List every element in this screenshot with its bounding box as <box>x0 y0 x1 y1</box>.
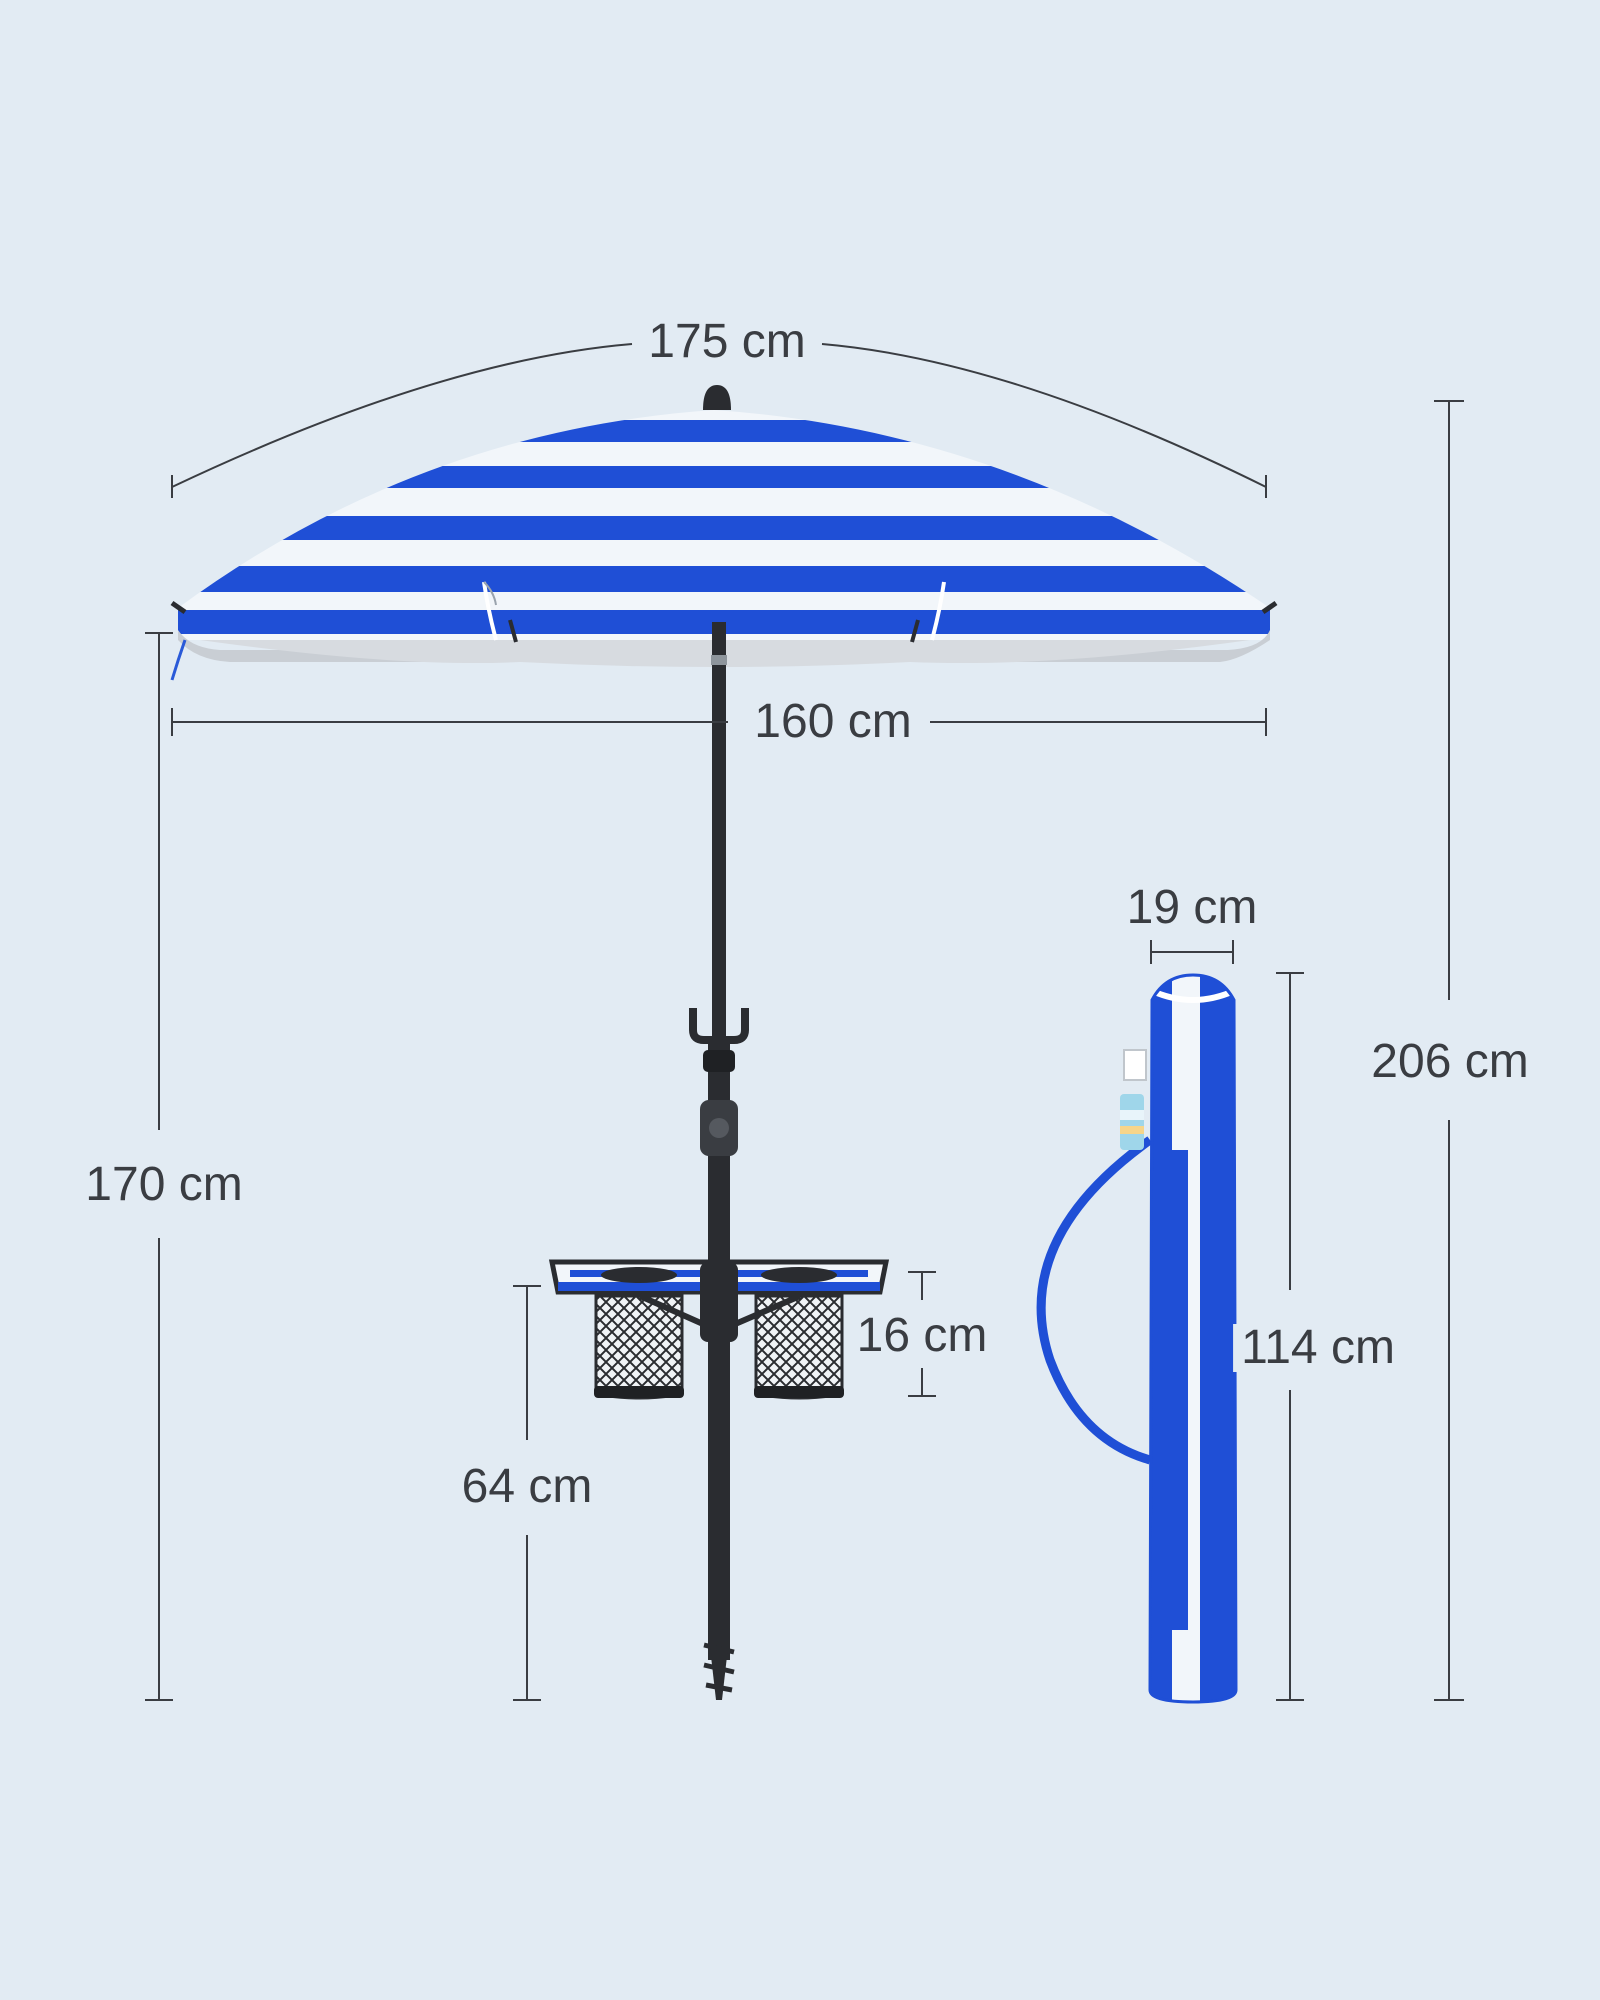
hook-icon <box>689 1008 749 1044</box>
umbrella-height-label: 170 cm <box>77 1161 251 1209</box>
bag-height-label: 114 cm <box>1233 1324 1403 1372</box>
cup-holder-height-label: 16 cm <box>848 1312 996 1360</box>
carry-bag <box>1036 973 1238 1704</box>
dimension-lines <box>145 343 1464 1701</box>
pole-hook <box>703 1050 735 1072</box>
umbrella-pole <box>689 622 749 1700</box>
side-table <box>548 1259 890 1400</box>
table-height-label: 64 cm <box>453 1463 601 1511</box>
total-height-label: 206 cm <box>1363 1038 1537 1086</box>
canopy-width-label: 160 cm <box>746 698 920 746</box>
bag-strap <box>1036 1136 1153 1465</box>
canopy-arc-width-label: 175 cm <box>640 318 814 366</box>
bag-tag <box>1123 1049 1147 1081</box>
bag-label <box>1120 1094 1144 1150</box>
bag-width-label: 19 cm <box>1118 884 1266 932</box>
